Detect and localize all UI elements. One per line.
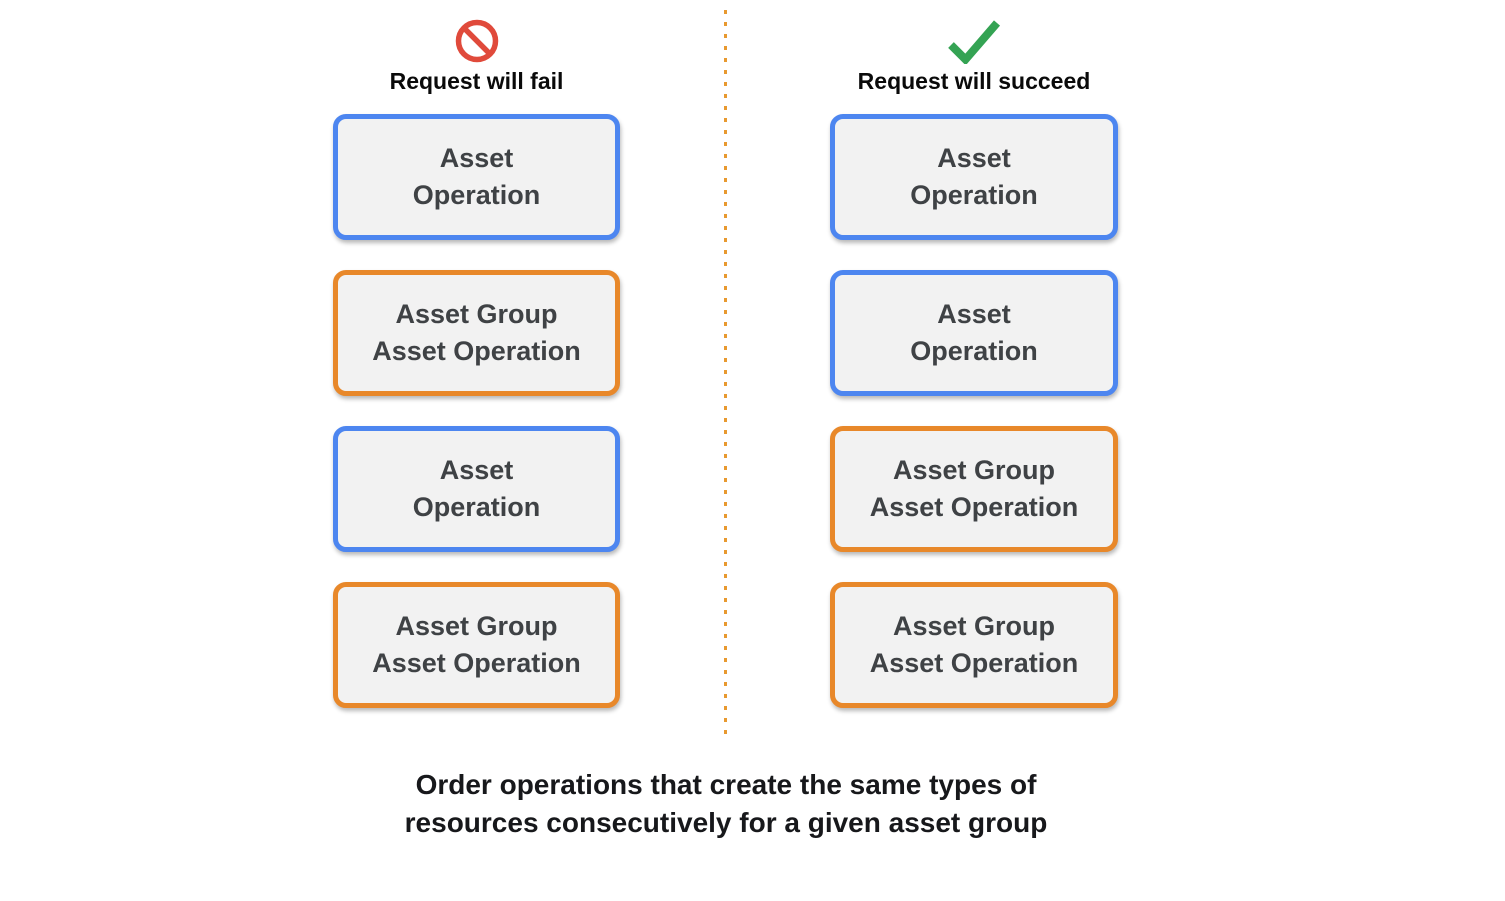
column-request-fail: Request will fail Asset Operation Asset … (333, 18, 620, 708)
succeed-box-4-label: Asset Group Asset Operation (869, 611, 1079, 678)
succeed-box-1: Asset Operation (830, 114, 1118, 240)
fail-box-1-label: Asset Operation (412, 143, 541, 210)
fail-box-4: Asset Group Asset Operation (333, 582, 620, 708)
succeed-box-3: Asset Group Asset Operation (830, 426, 1118, 552)
succeed-box-2: Asset Operation (830, 270, 1118, 396)
fail-box-1: Asset Operation (333, 114, 620, 240)
fail-box-3-label: Asset Operation (412, 455, 541, 522)
dotted-divider (724, 10, 727, 740)
column-request-succeed: Request will succeed Asset Operation Ass… (830, 18, 1118, 708)
fail-box-2-label: Asset Group Asset Operation (372, 299, 581, 366)
fail-box-4-label: Asset Group Asset Operation (372, 611, 581, 678)
prohibition-icon (455, 18, 499, 64)
fail-box-list: Asset Operation Asset Group Asset Operat… (333, 114, 620, 708)
succeed-box-2-label: Asset Operation (910, 299, 1038, 366)
check-icon (946, 18, 1002, 64)
column-fail-heading: Request will fail (389, 68, 564, 94)
succeed-box-3-label: Asset Group Asset Operation (869, 455, 1079, 522)
succeed-box-4: Asset Group Asset Operation (830, 582, 1118, 708)
succeed-box-list: Asset Operation Asset Operation Asset Gr… (830, 114, 1118, 708)
diagram-caption: Order operations that create the same ty… (404, 769, 1048, 838)
column-succeed-heading: Request will succeed (857, 68, 1091, 94)
fail-box-2: Asset Group Asset Operation (333, 270, 620, 396)
succeed-box-1-label: Asset Operation (910, 143, 1038, 210)
fail-box-3: Asset Operation (333, 426, 620, 552)
